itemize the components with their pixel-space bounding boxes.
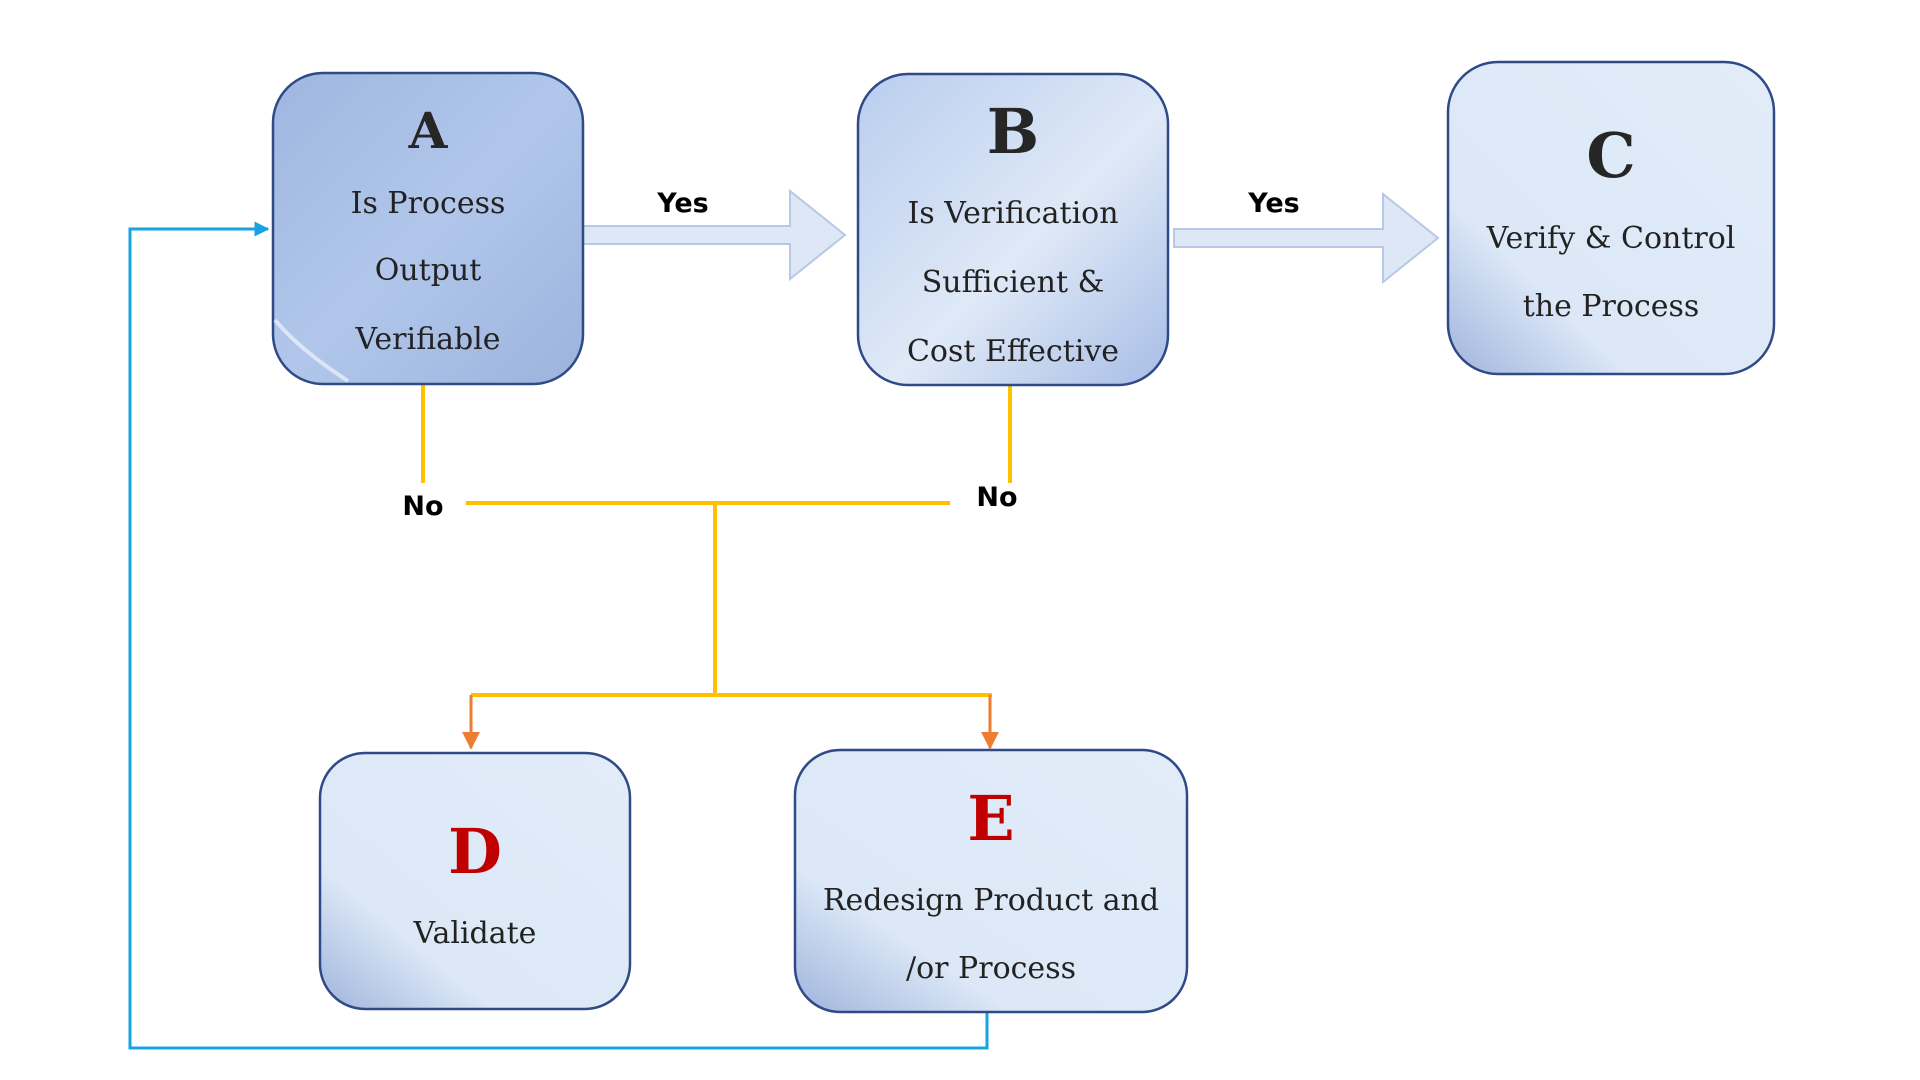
node-a-line-1: Is Process — [351, 186, 506, 221]
node-b-letter: B — [987, 95, 1039, 168]
feedback-connector-e-to-a — [128, 221, 989, 1050]
node-d-letter: D — [448, 815, 502, 888]
node-c-line-2: the Process — [1523, 289, 1700, 324]
node-a-line-3: Verifiable — [354, 322, 500, 357]
node-a: A Is Process Output Verifiable — [271, 71, 585, 386]
node-c-letter: C — [1586, 119, 1635, 192]
node-c: C Verify & Control the Process — [1446, 60, 1776, 376]
node-b-line-2: Sufficient & — [922, 265, 1105, 300]
node-b-line-1: Is Verification — [907, 196, 1118, 231]
node-e: E Redesign Product and /or Process — [793, 748, 1189, 1014]
edge-label-yes-b-c: Yes — [1247, 188, 1299, 219]
node-e-line-1: Redesign Product and — [823, 883, 1159, 918]
node-e-letter: E — [967, 782, 1014, 855]
node-b-line-3: Cost Effective — [907, 334, 1119, 369]
edge-label-no-b: No — [976, 482, 1017, 513]
yes-arrow-b-to-c — [1173, 191, 1440, 285]
node-a-letter: A — [408, 101, 449, 160]
node-b: B Is Verification Sufficient & Cost Effe… — [856, 72, 1170, 387]
node-a-line-2: Output — [375, 253, 482, 288]
node-d: D Validate — [318, 751, 632, 1011]
node-d-line-1: Validate — [413, 916, 537, 951]
yes-arrow-a-to-b — [581, 188, 847, 282]
edge-label-no-a: No — [402, 491, 443, 522]
node-e-line-2: /or Process — [906, 951, 1076, 986]
edge-label-yes-a-b: Yes — [656, 188, 708, 219]
node-c-line-1: Verify & Control — [1486, 221, 1736, 256]
